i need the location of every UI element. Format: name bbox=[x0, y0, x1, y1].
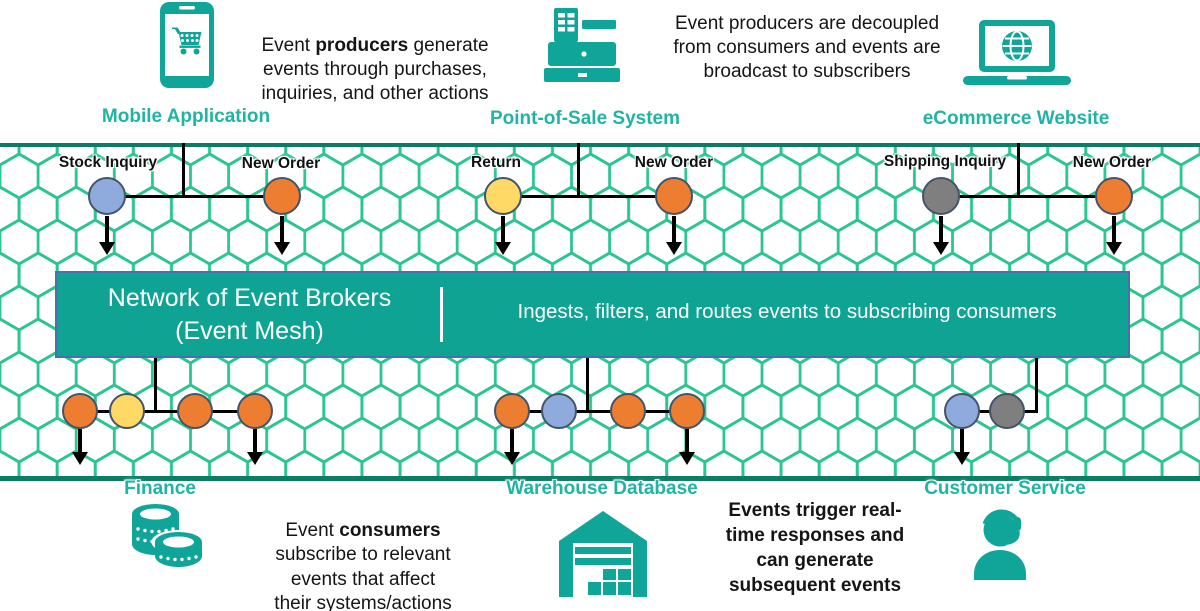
event-node-return bbox=[484, 177, 522, 215]
down-arrow bbox=[672, 216, 676, 242]
cash-register-icon bbox=[544, 8, 620, 82]
banner-title-line2: (Event Mesh) bbox=[175, 317, 324, 345]
down-arrow bbox=[939, 216, 943, 242]
down-arrow-head bbox=[274, 242, 290, 255]
event-label-new-order: New Order bbox=[241, 155, 321, 172]
mobile-app-icon bbox=[160, 2, 214, 88]
event-node-new-order bbox=[263, 177, 301, 215]
down-arrow-head bbox=[247, 452, 263, 465]
connector-line bbox=[941, 194, 1115, 198]
globe-icon bbox=[1002, 30, 1032, 62]
down-arrow bbox=[78, 429, 82, 452]
connector-line bbox=[503, 194, 675, 198]
mesh-bottom-border bbox=[0, 476, 1200, 481]
event-label-stock-inquiry: Stock Inquiry bbox=[58, 154, 158, 171]
event-node-new-order bbox=[655, 177, 693, 215]
event-label-new-order: New Order bbox=[634, 154, 714, 171]
event-label-shipping-inquiry: Shipping Inquiry bbox=[883, 153, 1007, 170]
consumer-label-service: Customer Service bbox=[924, 478, 1086, 499]
finance-coins-icon bbox=[132, 504, 206, 567]
warehouse-icon bbox=[559, 511, 647, 597]
event-broker-banner: Network of Event Brokers (Event Mesh) In… bbox=[55, 271, 1130, 358]
down-arrow bbox=[105, 216, 109, 242]
ecommerce-laptop-icon bbox=[963, 20, 1071, 85]
connector-line bbox=[577, 143, 580, 197]
event-label-new-order: New Order bbox=[1072, 154, 1152, 171]
banner-title-line1: Network of Event Brokers bbox=[107, 284, 392, 312]
down-arrow-head bbox=[1106, 242, 1122, 255]
down-arrow-head bbox=[72, 452, 88, 465]
down-arrow bbox=[280, 216, 284, 242]
connector-line bbox=[585, 358, 589, 413]
consumers-note-left: Event consumers subscribe to relevant ev… bbox=[274, 519, 452, 611]
connector-line bbox=[107, 194, 283, 198]
mesh-top-border bbox=[0, 143, 1200, 147]
event-node bbox=[989, 393, 1025, 429]
customer-service-icon bbox=[974, 509, 1026, 580]
down-arrow bbox=[685, 429, 689, 452]
producer-label-ecommerce: eCommerce Website bbox=[922, 108, 1110, 129]
down-arrow-head bbox=[679, 452, 695, 465]
connector-line bbox=[181, 143, 185, 197]
down-arrow bbox=[501, 216, 505, 242]
down-arrow bbox=[960, 429, 964, 452]
down-arrow-head bbox=[99, 242, 115, 255]
down-arrow bbox=[510, 429, 514, 452]
banner-description: Ingests, filters, and routes events to s… bbox=[517, 300, 1057, 323]
banner-divider bbox=[440, 287, 443, 342]
producer-label-mobile: Mobile Application bbox=[101, 106, 271, 127]
event-label-return: Return bbox=[471, 154, 521, 171]
down-arrow-head bbox=[504, 452, 520, 465]
event-node bbox=[541, 393, 577, 429]
consumers-note-right: Events trigger real- time responses and … bbox=[725, 500, 905, 596]
connector-line bbox=[1016, 143, 1020, 197]
down-arrow-head bbox=[933, 242, 949, 255]
event-node bbox=[944, 393, 980, 429]
down-arrow-head bbox=[954, 452, 970, 465]
connector-line bbox=[512, 409, 687, 413]
producer-label-pos: Point-of-Sale System bbox=[489, 108, 681, 129]
connector-line bbox=[154, 358, 157, 413]
event-node bbox=[610, 393, 646, 429]
banner-title: Network of Event Brokers (Event Mesh) bbox=[57, 282, 442, 348]
connector-line bbox=[1035, 358, 1038, 412]
down-arrow-head bbox=[495, 242, 511, 255]
event-node-shipping-inquiry bbox=[922, 177, 960, 215]
down-arrow-head bbox=[666, 242, 682, 255]
down-arrow bbox=[1112, 216, 1116, 242]
event-node-new-order bbox=[1095, 177, 1133, 215]
event-node-stock-inquiry bbox=[88, 177, 126, 215]
event-node bbox=[62, 393, 98, 429]
event-node bbox=[494, 393, 530, 429]
event-node bbox=[109, 393, 145, 429]
event-node bbox=[177, 393, 213, 429]
consumer-label-finance: Finance bbox=[124, 478, 196, 499]
producers-note-left: Event producers generate events through … bbox=[261, 35, 489, 104]
connector-line bbox=[80, 409, 256, 413]
headset-icon bbox=[982, 509, 1021, 547]
down-arrow bbox=[253, 429, 257, 452]
producers-note-right: Event producers are decoupled from consu… bbox=[673, 13, 941, 82]
consumer-label-warehouse: Warehouse Database bbox=[506, 478, 698, 499]
event-node bbox=[237, 393, 273, 429]
event-node bbox=[669, 393, 705, 429]
